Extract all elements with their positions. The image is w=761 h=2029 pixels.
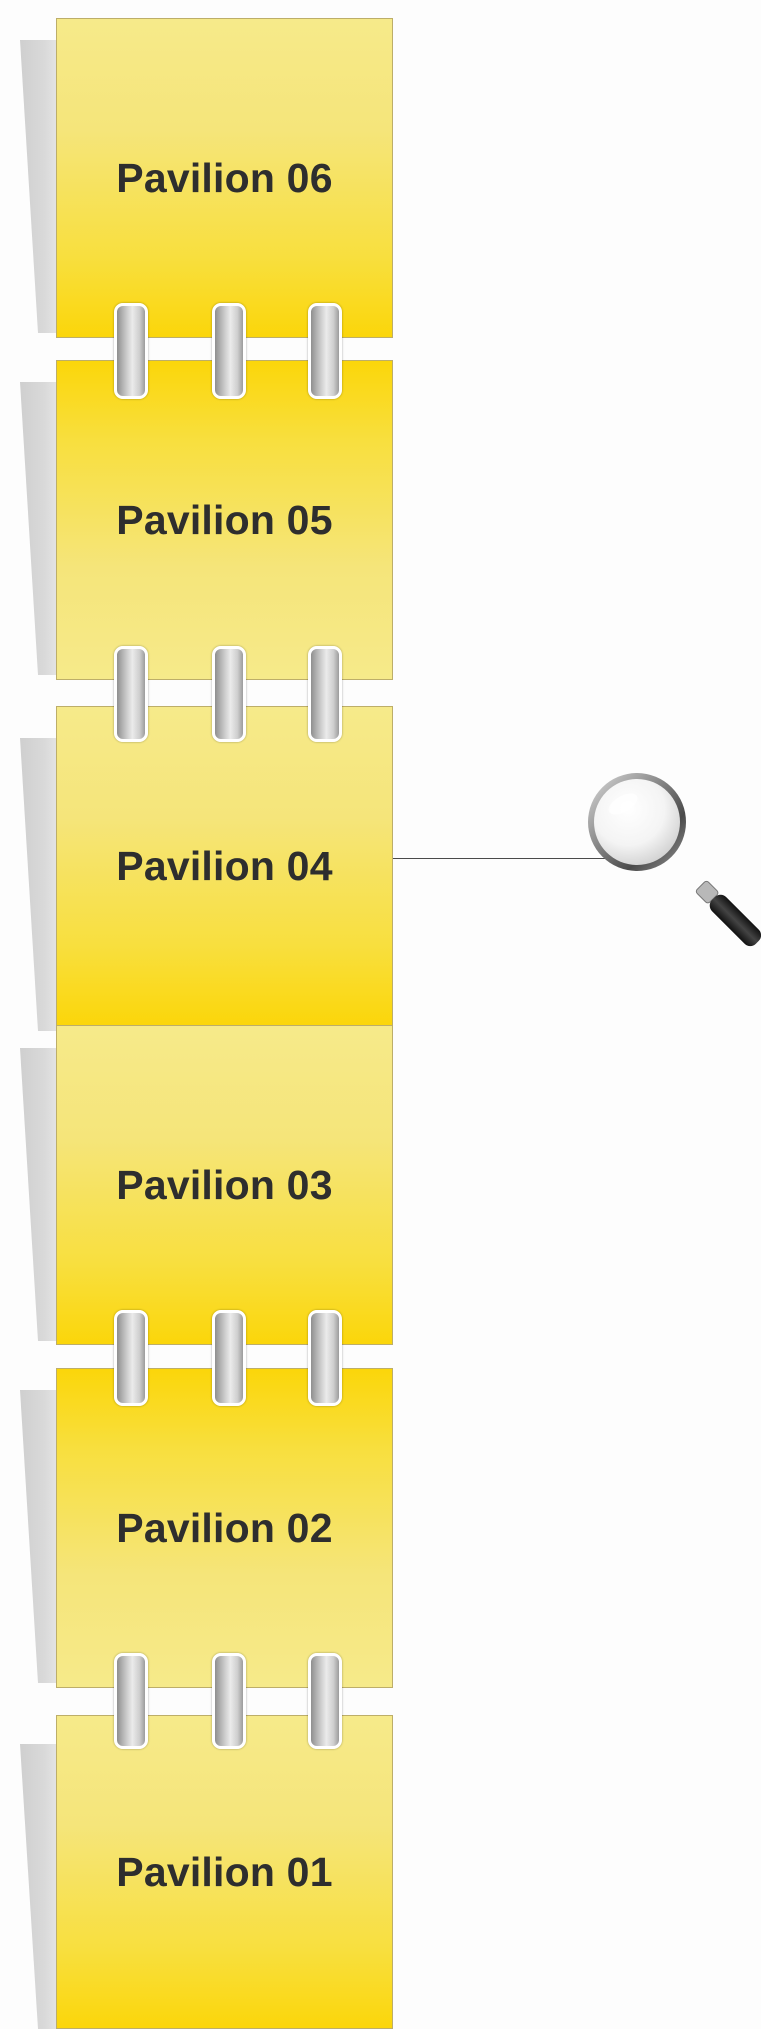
card-shadow: [20, 40, 60, 333]
pavilion-06-card[interactable]: Pavilion 06: [56, 18, 393, 338]
pavilion-01-card[interactable]: Pavilion 01: [56, 1715, 393, 2029]
binder-ring: [212, 1310, 246, 1406]
binder-ring: [308, 303, 342, 399]
binder-ring: [212, 303, 246, 399]
binder-ring: [114, 303, 148, 399]
binder-ring: [114, 1310, 148, 1406]
pavilion-02-card[interactable]: Pavilion 02: [56, 1368, 393, 1688]
pavilion-01-label: Pavilion 01: [116, 1848, 333, 1895]
binder-ring: [308, 646, 342, 742]
binder-ring: [212, 1653, 246, 1749]
binder-ring: [114, 1653, 148, 1749]
pavilion-05-card[interactable]: Pavilion 05: [56, 360, 393, 680]
binder-ring: [114, 646, 148, 742]
pavilion-04-card[interactable]: Pavilion 04: [56, 706, 393, 1026]
card-shadow: [20, 1744, 60, 2029]
card-shadow: [20, 382, 60, 675]
card-shadow: [20, 1390, 60, 1683]
pavilion-06-label: Pavilion 06: [116, 154, 333, 201]
pavilion-05-label: Pavilion 05: [116, 496, 333, 543]
card-shadow: [20, 738, 60, 1031]
pavilion-02-label: Pavilion 02: [116, 1504, 333, 1551]
pavilion-03-card[interactable]: Pavilion 03: [56, 1025, 393, 1345]
pavilion-03-label: Pavilion 03: [116, 1161, 333, 1208]
card-shadow: [20, 1048, 60, 1341]
pavilion-04-label: Pavilion 04: [116, 842, 333, 889]
binder-ring: [308, 1310, 342, 1406]
binder-ring: [308, 1653, 342, 1749]
binder-ring: [212, 646, 246, 742]
magnifier-icon[interactable]: [585, 770, 761, 950]
connector-line: [393, 858, 606, 859]
